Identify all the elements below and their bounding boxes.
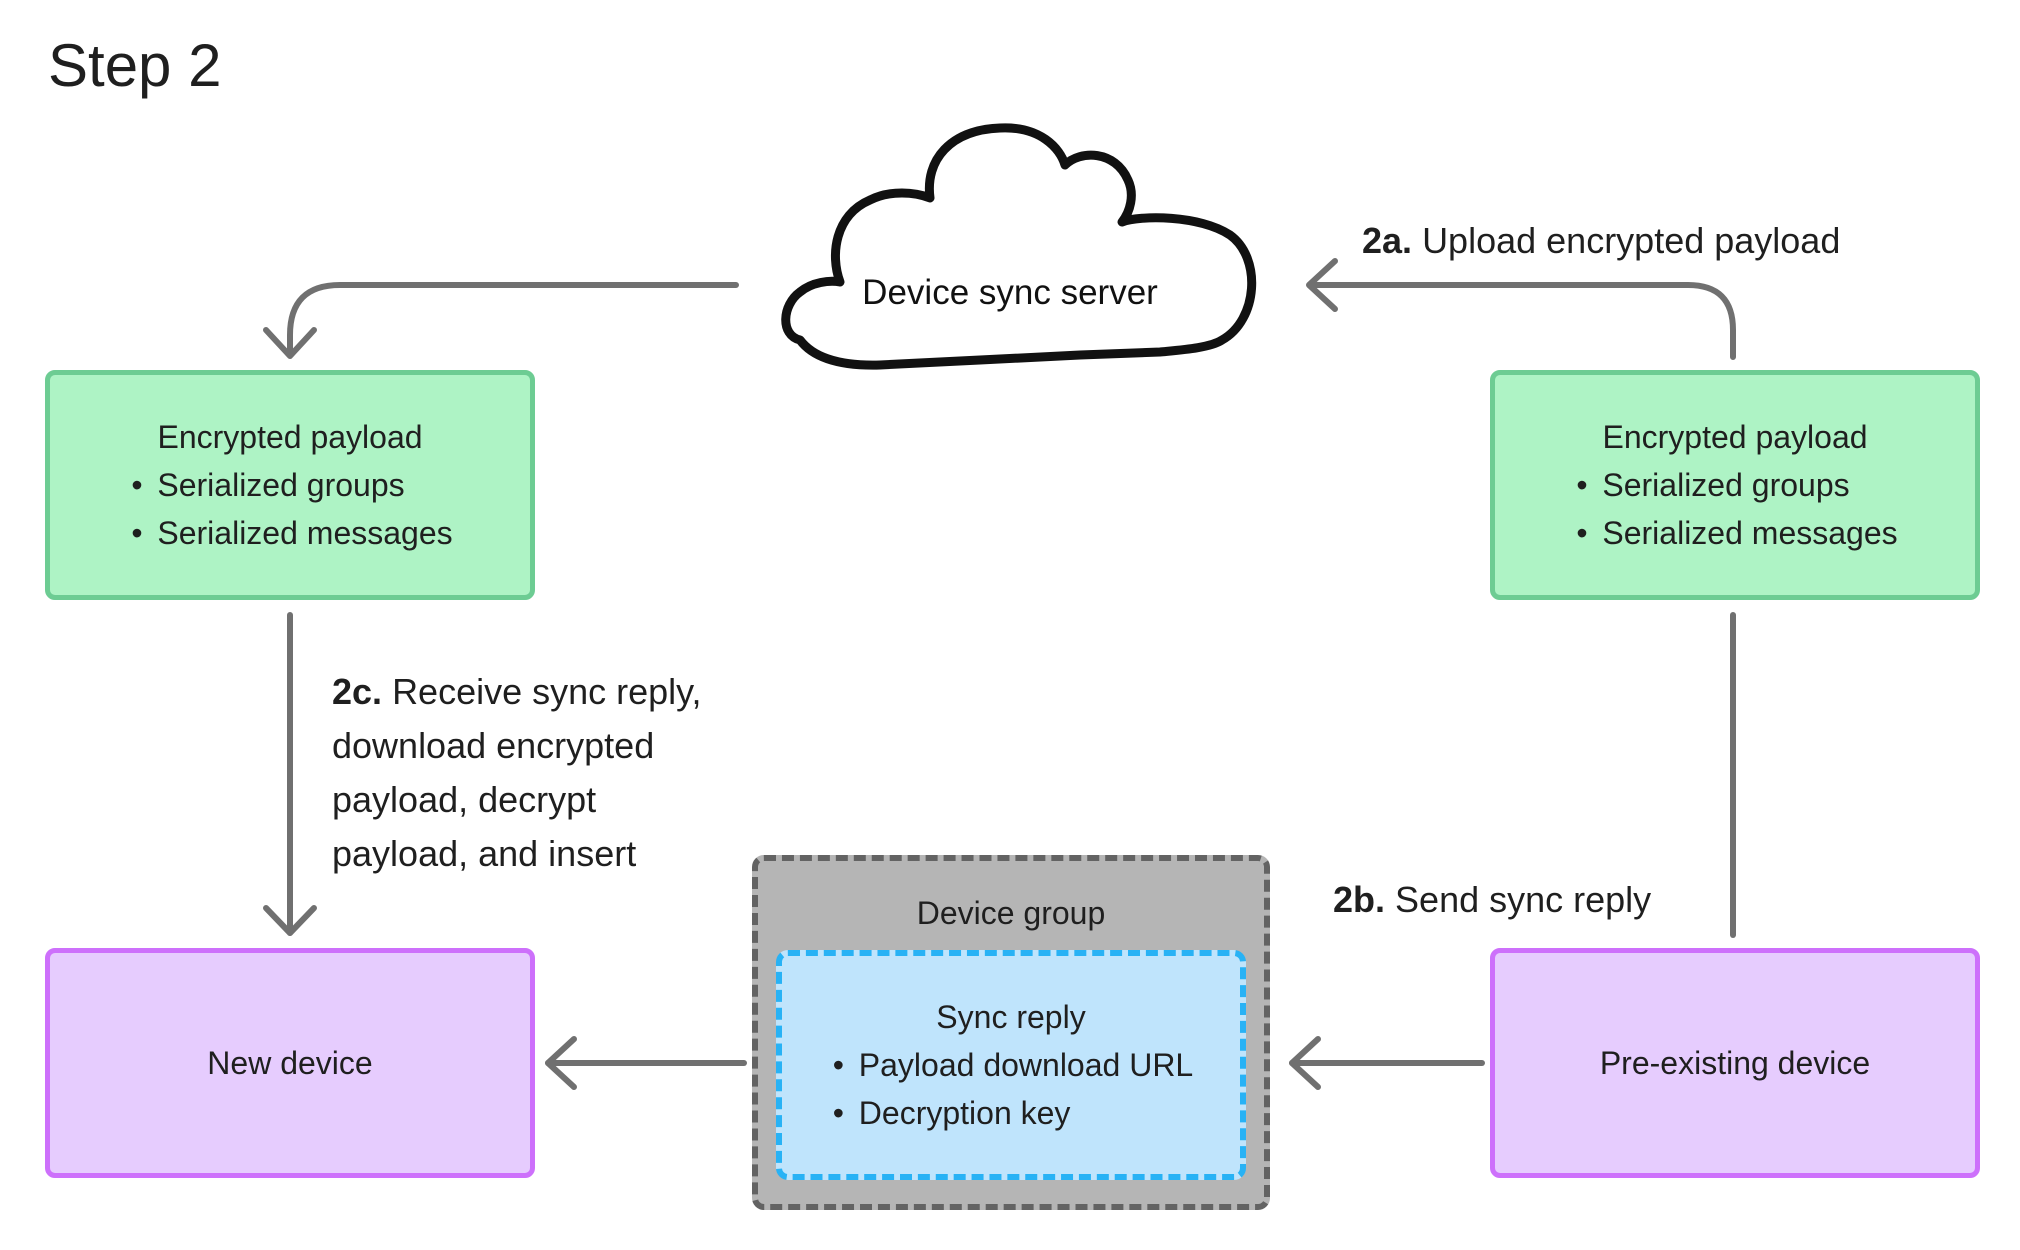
encrypted-payload-right: Encrypted payload Serialized groups Seri… bbox=[1490, 370, 1980, 600]
device-sync-server-label: Device sync server bbox=[862, 273, 1158, 312]
encrypted-payload-left-list: Serialized groups Serialized messages bbox=[127, 461, 452, 557]
list-item: Payload download URL bbox=[829, 1041, 1193, 1089]
step-2c-line-3: payload, decrypt bbox=[332, 779, 597, 820]
pre-existing-device-box: Pre-existing device bbox=[1490, 948, 1980, 1178]
encrypted-payload-left-heading: Encrypted payload bbox=[157, 419, 423, 455]
step-2c-line-2: download encrypted bbox=[332, 725, 655, 766]
step-2a-text: Upload encrypted payload bbox=[1422, 220, 1841, 261]
sync-reply-box: Sync reply Payload download URL Decrypti… bbox=[776, 950, 1246, 1180]
arrow-server-to-left-payload bbox=[287, 282, 739, 358]
step-2b-text: Send sync reply bbox=[1395, 879, 1652, 920]
sync-reply-list: Payload download URL Decryption key bbox=[829, 1041, 1193, 1137]
step-2c-label: 2c. Receive sync reply, download encrypt… bbox=[332, 665, 702, 881]
pre-existing-device-label: Pre-existing device bbox=[1599, 1045, 1871, 1081]
step-2b-number: 2b. bbox=[1333, 879, 1386, 920]
arrowhead-left-payload bbox=[263, 327, 317, 359]
step-2a-label: 2a. Upload encrypted payload bbox=[1362, 214, 1840, 268]
arrowhead-server bbox=[1306, 258, 1338, 312]
list-item: Serialized messages bbox=[1572, 509, 1897, 557]
list-item: Decryption key bbox=[829, 1089, 1193, 1137]
page-title: Step 2 bbox=[48, 32, 222, 99]
cloud-icon bbox=[781, 123, 1257, 370]
step-2b-label: 2b. Send sync reply bbox=[1333, 873, 1651, 927]
step-2c-number: 2c. bbox=[332, 671, 383, 712]
new-device-label: New device bbox=[207, 1045, 373, 1081]
new-device-box: New device bbox=[45, 948, 535, 1178]
encrypted-payload-right-heading: Encrypted payload bbox=[1602, 419, 1868, 455]
arrowhead-new-device-top bbox=[263, 905, 317, 936]
device-group-label: Device group bbox=[916, 895, 1106, 931]
arrowhead-group bbox=[1289, 1036, 1321, 1090]
list-item: Serialized messages bbox=[127, 509, 452, 557]
sync-reply-heading: Sync reply bbox=[936, 999, 1086, 1035]
list-item: Serialized groups bbox=[127, 461, 452, 509]
step-2c-line-4: payload, and insert bbox=[332, 833, 637, 874]
arrowhead-new-device-side bbox=[545, 1036, 577, 1090]
list-item: Serialized groups bbox=[1572, 461, 1897, 509]
arrow-right-payload-to-server bbox=[1307, 282, 1736, 360]
step-2c-line-1: Receive sync reply, bbox=[392, 671, 702, 712]
encrypted-payload-left: Encrypted payload Serialized groups Seri… bbox=[45, 370, 535, 600]
step-2a-number: 2a. bbox=[1362, 220, 1413, 261]
encrypted-payload-right-list: Serialized groups Serialized messages bbox=[1572, 461, 1897, 557]
